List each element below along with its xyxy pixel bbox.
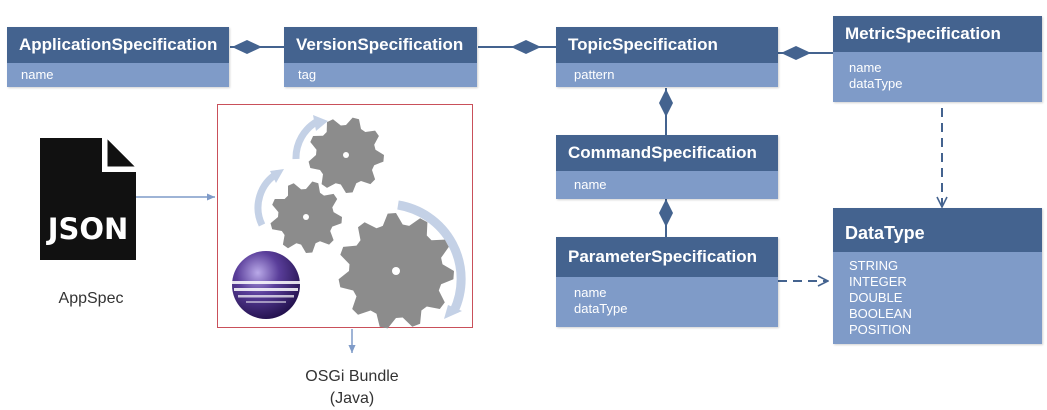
class-title: TopicSpecification — [556, 27, 778, 63]
class-command-specification: CommandSpecification name — [556, 135, 778, 199]
class-datatype: DataType STRING INTEGER DOUBLE BOOLEAN P… — [833, 208, 1042, 344]
class-parameter-specification: ParameterSpecification name dataType — [556, 237, 778, 327]
enum-value: DOUBLE — [849, 290, 903, 305]
class-attributes: pattern — [556, 63, 778, 87]
class-topic-specification: TopicSpecification pattern — [556, 27, 778, 87]
class-attributes: name — [7, 63, 229, 87]
class-attributes: STRING INTEGER DOUBLE BOOLEAN POSITION — [833, 252, 1042, 344]
composition-diamond — [781, 46, 811, 60]
attribute: tag — [298, 67, 317, 82]
gears-illustration — [232, 115, 466, 329]
class-title: VersionSpecification — [284, 27, 477, 63]
class-title: ParameterSpecification — [556, 237, 778, 277]
class-application-specification: ApplicationSpecification name — [7, 27, 229, 87]
class-title: ApplicationSpecification — [7, 27, 229, 63]
class-attributes: name dataType — [833, 52, 1042, 102]
osgi-bundle-label: OSGi Bundle (Java) — [277, 366, 427, 410]
composition-diamond — [659, 199, 673, 227]
json-icon-text: JSON — [46, 212, 129, 246]
class-title: MetricSpecification — [833, 16, 1042, 52]
arrow-head-icon — [313, 115, 328, 131]
json-file-icon: JSON — [40, 138, 136, 260]
attribute: name — [849, 60, 882, 75]
rotation-arrow-icon — [397, 200, 466, 313]
class-attributes: tag — [284, 63, 477, 87]
rotation-arrow-icon — [292, 117, 320, 160]
attribute: name — [574, 177, 607, 192]
class-title: DataType — [833, 208, 1042, 252]
composition-diamond — [232, 40, 262, 54]
osgi-bundle-label-line2: (Java) — [329, 390, 375, 407]
attribute: pattern — [574, 67, 615, 82]
enum-value: POSITION — [849, 322, 912, 337]
class-attributes: name — [556, 171, 778, 199]
osgi-bundle-box — [217, 104, 473, 329]
enum-value: STRING — [849, 258, 899, 273]
enum-value: BOOLEAN — [849, 306, 912, 321]
attribute: dataType — [849, 76, 903, 91]
gear-hole — [303, 214, 309, 220]
composition-diamond — [511, 40, 541, 54]
appspec-label: AppSpec — [58, 290, 124, 307]
class-attributes: name dataType — [556, 277, 778, 327]
arrow-head-icon — [444, 305, 462, 319]
rotation-arrow-icon — [254, 169, 280, 227]
attribute: name — [574, 285, 607, 300]
class-metric-specification: MetricSpecification name dataType — [833, 16, 1042, 102]
attribute: name — [21, 67, 54, 82]
java-sphere-logo — [232, 251, 300, 319]
class-version-specification: VersionSpecification tag — [284, 27, 477, 87]
attribute: dataType — [574, 301, 628, 316]
gear-hole — [392, 267, 400, 275]
arrow-head-icon — [270, 169, 284, 183]
gear-hole — [343, 152, 349, 158]
class-title: CommandSpecification — [556, 135, 778, 171]
composition-diamond — [659, 89, 673, 117]
osgi-bundle-label-line1: OSGi Bundle — [305, 368, 399, 385]
enum-value: INTEGER — [849, 274, 907, 289]
